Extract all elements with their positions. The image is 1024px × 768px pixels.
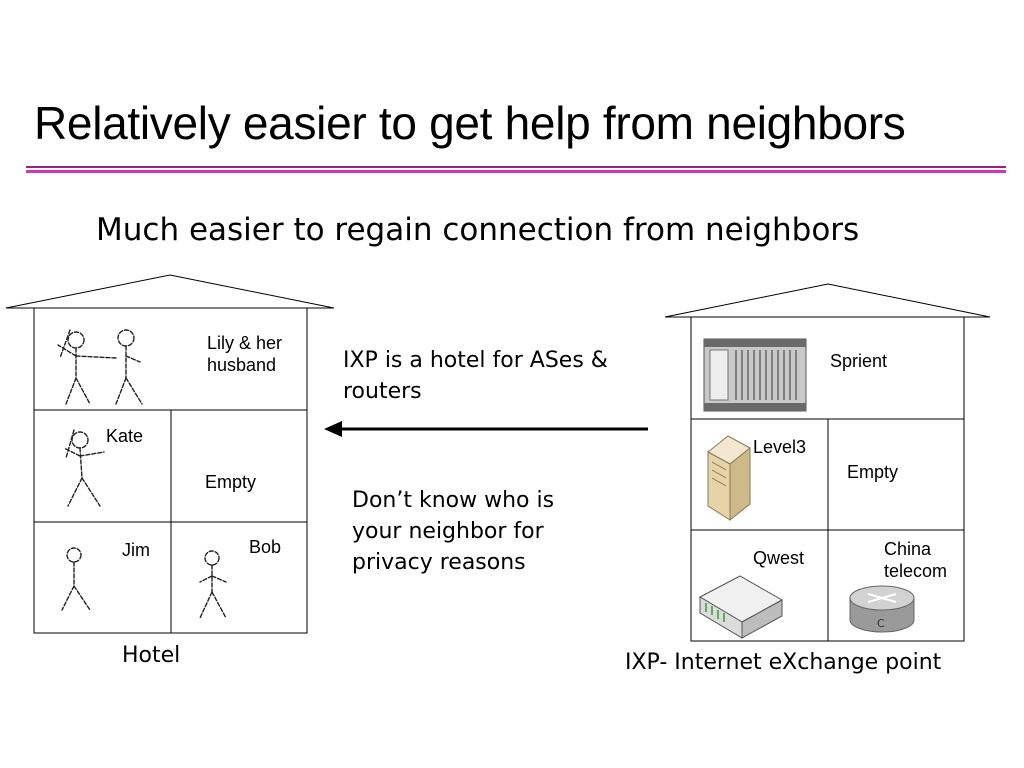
stick-figure-icon [199,550,227,619]
router-icon: C [849,585,915,633]
stick-figure-icon [61,547,91,611]
note-privacy: Don’t know who is your neighbor for priv… [352,488,555,575]
slide-subtitle: Much easier to regain connection from ne… [96,212,860,248]
room-label-bob: Bob [249,537,282,557]
room-label-china-telecom: China telecom [884,539,948,581]
stick-figure-icon [63,429,105,507]
rack-chassis-icon [703,338,807,412]
switch-icon [698,575,784,639]
room-label-sprient: Sprient [830,351,888,371]
room-label-qwest: Qwest [753,548,805,568]
room-label-empty: Empty [205,472,257,492]
hotel-building [5,274,335,634]
room-label-ixp-empty: Empty [847,462,899,482]
server-tower-icon [707,435,751,522]
room-label-level3: Level3 [753,437,807,457]
room-label-kate: Kate [106,426,144,446]
hotel-caption: Hotel [122,643,181,668]
ixp-building [664,283,991,642]
ixp-roof [664,283,991,318]
room-label-lily: Lily & her husband [207,333,283,375]
stick-figure-icon [57,329,117,405]
ixp-caption: IXP- Internet eXchange point [625,650,942,675]
arrow-left-icon [324,421,648,437]
svg-text:C: C [877,617,885,630]
title-divider [26,166,1006,168]
stick-figure-icon [115,329,143,405]
slide-title: Relatively easier to get help from neigh… [34,97,906,149]
note-ixp-hotel: IXP is a hotel for ASes & routers [343,348,608,404]
title-divider-accent [26,170,1006,173]
room-label-jim: Jim [122,540,150,560]
hotel-roof [5,274,335,309]
